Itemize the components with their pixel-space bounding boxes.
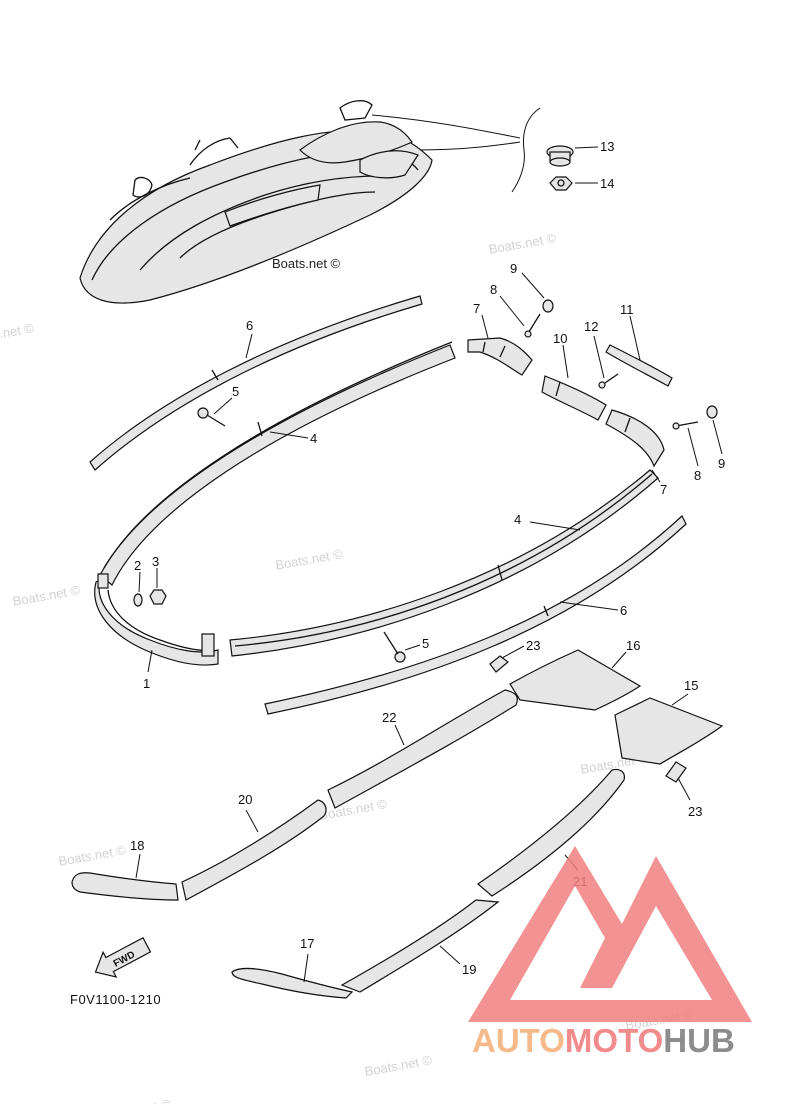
callout-23-lower: 23: [688, 804, 702, 819]
logo-text-auto: AUTO: [472, 1022, 565, 1059]
fwd-arrow: FWD: [94, 936, 152, 978]
watermark: Boats.net ©: [363, 1052, 433, 1079]
part-18: [71, 872, 179, 901]
callout-10: 10: [553, 331, 567, 346]
watermark: Boats.net ©: [11, 582, 81, 609]
callout-19: 19: [462, 962, 476, 977]
logo-text-hub: HUB: [663, 1022, 735, 1059]
callout-23-upper: 23: [526, 638, 540, 653]
part-4-and-1-rails: 4 4 1: [94, 341, 659, 691]
rear-bumper-assembly: 7 7 10 8 9 8 9 11 12: [467, 261, 725, 497]
callout-15: 15: [684, 678, 698, 693]
callout-17: 17: [300, 936, 314, 951]
part-5-upper-strip: 6: [89, 295, 423, 471]
part-20: [181, 799, 327, 901]
callout-20: 20: [238, 792, 252, 807]
part-5-lower-strip: 6: [264, 515, 687, 715]
logo-triangle-mark: [468, 846, 752, 1022]
callout-3: 3: [152, 554, 159, 569]
watermark: Boats.net ©: [274, 546, 344, 573]
callout-8-upper: 8: [490, 282, 497, 297]
callout-9-lower: 9: [718, 456, 725, 471]
craft-watermark: Boats.net ©: [272, 256, 341, 271]
logo-text: AUTOMOTOHUB: [472, 1022, 735, 1059]
callout-18: 18: [130, 838, 144, 853]
watermark: Boats.net ©: [488, 230, 558, 257]
callout-6-upper: 5: [232, 384, 239, 399]
part-13-grommet: [546, 145, 574, 167]
callout-14: 14: [600, 176, 614, 191]
callout-22: 22: [382, 710, 396, 725]
part-23-lower: [665, 761, 687, 783]
callout-11: 11: [620, 302, 634, 317]
deck-mats: 23 16 15 23 22 20 18 21 19 17: [71, 638, 724, 999]
callout-2: 2: [134, 558, 141, 573]
callout-9-upper: 9: [510, 261, 517, 276]
callout-12: 12: [584, 319, 598, 334]
callout-7-lower: 7: [660, 482, 667, 497]
parts-2-3: 2 3: [133, 554, 167, 607]
callout-7-upper: 7: [473, 301, 480, 316]
bracket-13-14: 13 14: [511, 107, 614, 193]
part-21: [477, 768, 625, 897]
callout-5-upper: 6: [246, 318, 253, 333]
watermark: Boats.net ©: [57, 842, 127, 869]
callout-8-lower: 8: [694, 468, 701, 483]
watermark: Boats.net ©: [318, 796, 388, 823]
callout-5-lower: 6: [620, 603, 627, 618]
part-17: [231, 967, 354, 999]
callout-16: 16: [626, 638, 640, 653]
part-23-upper: [489, 655, 509, 673]
part-15: [614, 697, 724, 765]
callout-13: 13: [600, 139, 614, 154]
logo-text-moto: MOTO: [565, 1022, 663, 1059]
callout-6-lower: 5: [422, 636, 429, 651]
part-14-nut: [549, 176, 573, 191]
part-22: [327, 689, 518, 809]
part-16: [509, 649, 642, 711]
callout-4-lower: 4: [514, 512, 521, 527]
callout-4-upper: 4: [310, 431, 317, 446]
watermark: Boats.net ©: [102, 1096, 172, 1104]
bolts-6: 5 5: [197, 384, 429, 663]
automotohub-logo: AUTOMOTOHUB: [468, 846, 752, 1059]
part-19: [340, 899, 500, 993]
callout-1: 1: [143, 676, 150, 691]
watercraft-illustration: Boats.net ©: [79, 100, 521, 304]
diagram-code: F0V1100-1210: [70, 992, 161, 1007]
watermark: Boats.net ©: [0, 320, 35, 347]
